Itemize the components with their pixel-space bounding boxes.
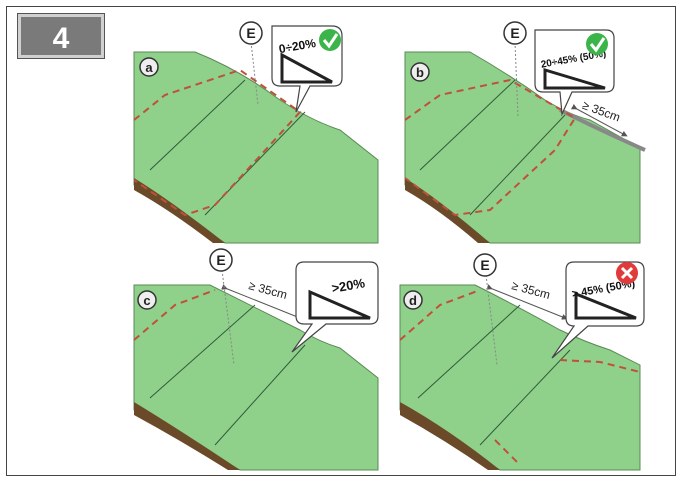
panel-letter: c — [143, 293, 150, 308]
panel-c: ≥ 35cm E c >20% — [133, 248, 379, 471]
dashed-outline — [133, 68, 302, 217]
roof-surface — [133, 51, 379, 244]
gap-dimension — [570, 103, 628, 137]
dashed-outline — [494, 359, 641, 466]
panel-letter: b — [416, 65, 424, 80]
E-marker — [239, 21, 263, 45]
slope-triangle-icon — [280, 52, 333, 84]
gap-label: ≥ 35cm — [247, 278, 289, 302]
slope-label: >20% — [330, 275, 366, 296]
E-marker — [209, 248, 233, 272]
E-label: E — [480, 257, 489, 273]
slope-label: 0÷20% — [278, 36, 317, 56]
panel-b: ≥ 35cm E b 20÷45% (50%) — [404, 21, 646, 244]
check-icon — [319, 29, 341, 51]
panel-letter-badge — [139, 57, 159, 77]
panel-seam — [419, 79, 516, 171]
E-pointer — [250, 41, 259, 106]
dashed-outline — [399, 289, 481, 341]
panel-seam — [479, 349, 571, 446]
roof-edge — [134, 178, 225, 243]
panel-seam — [149, 79, 246, 171]
panel-letter: a — [145, 60, 153, 75]
check-icon — [586, 33, 608, 55]
gap-dimension — [486, 284, 568, 320]
panel-letter-badge — [403, 290, 423, 310]
E-label: E — [216, 252, 225, 268]
E-label: E — [246, 25, 255, 41]
roof-edge — [400, 402, 500, 470]
panel-letter: d — [409, 293, 417, 308]
dashed-outline — [133, 289, 216, 341]
panel-letter-badge — [137, 290, 157, 310]
E-marker — [503, 21, 527, 45]
slope-triangle-icon — [574, 291, 637, 320]
panel-d: ≥ 35cm E d > 45% (50%) — [399, 253, 645, 471]
dashed-outline — [404, 78, 577, 217]
panel-seam — [149, 304, 256, 399]
panel-seam — [469, 114, 566, 216]
E-pointer — [514, 41, 519, 119]
E-label: E — [510, 25, 519, 41]
slope-triangle-icon — [543, 67, 606, 90]
step-number-badge: 4 — [18, 14, 104, 58]
E-marker — [473, 253, 497, 277]
panel-letter-badge — [410, 62, 430, 82]
gap-dimension — [221, 284, 303, 320]
slope-triangle-icon — [308, 289, 371, 320]
panel-a: E a 0÷20% — [133, 21, 379, 244]
E-pointer — [485, 274, 498, 366]
panel-seam — [214, 344, 306, 446]
panel-seam — [204, 111, 306, 216]
panel-seam — [417, 304, 521, 399]
roof-edge — [134, 402, 240, 470]
